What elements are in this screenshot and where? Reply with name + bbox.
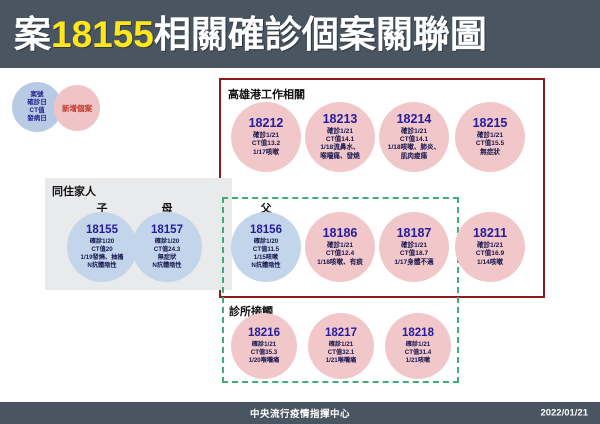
case-ct-value: CT值12.4 xyxy=(325,250,355,258)
page-title-case-number: 18155 xyxy=(51,13,154,55)
footer-date: 2022/01/21 xyxy=(540,407,588,419)
legend-line-ct-value: CT值 xyxy=(29,107,45,114)
case-id: 18214 xyxy=(396,111,432,126)
case-id: 18186 xyxy=(322,225,358,240)
case-ct-value: CT值16.9 xyxy=(475,250,505,258)
case-ct-value: CT值31.4 xyxy=(404,348,432,356)
case-symptom-1: 無症狀 xyxy=(157,253,177,261)
case-id: 18217 xyxy=(325,327,357,340)
case-symptom-1: 無症狀 xyxy=(480,148,500,156)
case-ct-value: CT值18.7 xyxy=(399,250,429,258)
case-symptom-1: 1/21咳嗽 xyxy=(405,356,431,364)
case-ct-value: CT值35.3 xyxy=(250,348,278,356)
case-symptom-1: 1/18咳嗽、肺炎、 xyxy=(387,144,441,152)
case-confirm-date: 確診1/21 xyxy=(400,127,428,135)
legend-case-key-circle: 案號 確診日 CT值 發病日 xyxy=(12,82,62,132)
case-id: 18156 xyxy=(250,224,282,237)
case-ct-value: CT值14.1 xyxy=(325,135,355,143)
case-node-18212[interactable]: 18212 確診1/21 CT值13.2 1/17咳嗽 xyxy=(231,102,301,172)
case-confirm-date: 確診1/21 xyxy=(400,241,428,249)
case-symptom-1: 1/21喉嚨痛 xyxy=(325,356,357,364)
case-symptom-1: 1/18咳嗽、有痰 xyxy=(317,258,363,266)
case-node-18217[interactable]: 18217 確診1/21 CT值32.1 1/21喉嚨痛 xyxy=(308,313,374,379)
legend-new-case-label: 新增個案 xyxy=(62,103,92,113)
case-node-18213[interactable]: 18213 確診1/21 CT值14.1 1/18流鼻水、 喉嚨痛、發燒 xyxy=(305,102,375,172)
case-node-18215[interactable]: 18215 確診1/21 CT值15.5 無症狀 xyxy=(455,102,525,172)
role-label-mother: 母 xyxy=(161,203,173,215)
case-symptom-1: 1/17身體不適 xyxy=(394,258,434,266)
case-symptom-1: 1/14咳嗽 xyxy=(476,258,504,266)
case-symptom-2: 肌肉痠痛 xyxy=(400,152,428,160)
case-antibody: N抗體陰性 xyxy=(87,261,117,269)
legend-line-confirm-date: 確診日 xyxy=(27,99,47,107)
case-antibody: N抗體陰性 xyxy=(152,261,182,269)
case-confirm-date: 確診1/21 xyxy=(326,127,354,135)
case-confirm-date: 確診1/21 xyxy=(476,241,504,249)
case-symptom-1: 1/20喉嚨痛 xyxy=(248,356,280,364)
case-symptom-1: 1/17咳嗽 xyxy=(252,148,280,156)
footer-organization: 中央流行疫情指揮中心 xyxy=(249,409,350,420)
page-title-suffix: 相關確診個案關聯圖 xyxy=(153,13,487,55)
case-id: 18155 xyxy=(86,224,118,237)
role-label-son: 子 xyxy=(96,203,108,215)
case-symptom-1: 1/19發燒、抽搐 xyxy=(80,253,124,261)
case-id: 18216 xyxy=(248,327,280,340)
case-node-18155[interactable]: 18155 確診1/20 CT值20 1/19發燒、抽搐 N抗體陰性 xyxy=(67,212,137,282)
section-label-port: 高雄港工作相關 xyxy=(228,89,305,101)
case-node-18156[interactable]: 18156 確診1/20 CT值11.5 1/15咳嗽 N抗體陰性 xyxy=(231,212,301,282)
case-ct-value: CT值20 xyxy=(91,245,113,253)
case-confirm-date: 確診1/21 xyxy=(252,131,280,139)
page-header: 案18155相關確診個案關聯圖 xyxy=(0,0,600,68)
case-confirm-date: 確診1/20 xyxy=(89,237,115,245)
case-node-18216[interactable]: 18216 確診1/21 CT值35.3 1/20喉嚨痛 xyxy=(231,313,297,379)
case-symptom-1: 1/15咳嗽 xyxy=(253,253,279,261)
case-ct-value: CT值24.3 xyxy=(153,245,181,253)
case-ct-value: CT值14.1 xyxy=(399,135,429,143)
case-confirm-date: 確診1/21 xyxy=(405,340,431,348)
case-node-18186[interactable]: 18186 確診1/21 CT值12.4 1/18咳嗽、有痰 xyxy=(305,212,375,282)
case-node-18157[interactable]: 18157 確診1/20 CT值24.3 無症狀 N抗體陰性 xyxy=(132,212,202,282)
case-node-18187[interactable]: 18187 確診1/21 CT值18.7 1/17身體不適 xyxy=(379,212,449,282)
section-label-family: 同住家人 xyxy=(52,186,96,198)
case-antibody: N抗體陰性 xyxy=(251,261,281,269)
case-symptom-1: 1/18流鼻水、 xyxy=(320,144,360,152)
case-confirm-date: 確診1/21 xyxy=(326,241,354,249)
case-id: 18218 xyxy=(402,327,434,340)
legend: 案號 確診日 CT值 發病日 新增個案 xyxy=(12,82,142,138)
case-id: 18215 xyxy=(472,115,508,130)
role-label-father: 父 xyxy=(260,203,272,215)
case-id: 18212 xyxy=(248,115,284,130)
case-confirm-date: 確診1/21 xyxy=(251,340,277,348)
legend-line-case-number: 案號 xyxy=(30,91,44,99)
case-confirm-date: 確診1/21 xyxy=(476,131,504,139)
page-title: 案18155相關確診個案關聯圖 xyxy=(14,16,487,53)
case-ct-value: CT值11.5 xyxy=(252,245,280,253)
case-ct-value: CT值15.5 xyxy=(475,140,505,148)
legend-line-onset-date: 發病日 xyxy=(27,114,47,122)
case-symptom-2: 喉嚨痛、發燒 xyxy=(320,152,360,160)
case-node-18211[interactable]: 18211 確診1/21 CT值16.9 1/14咳嗽 xyxy=(455,212,525,282)
case-confirm-date: 確診1/20 xyxy=(154,237,180,245)
case-id: 18213 xyxy=(322,111,358,126)
case-confirm-date: 確診1/20 xyxy=(253,237,279,245)
case-id: 18157 xyxy=(151,224,183,237)
case-node-18214[interactable]: 18214 確診1/21 CT值14.1 1/18咳嗽、肺炎、 肌肉痠痛 xyxy=(379,102,449,172)
page-footer: 中央流行疫情指揮中心 2022/01/21 xyxy=(0,402,600,424)
case-node-18218[interactable]: 18218 確診1/21 CT值31.4 1/21咳嗽 xyxy=(385,313,451,379)
case-id: 18187 xyxy=(396,225,432,240)
section-box-clinic xyxy=(222,197,459,383)
case-ct-value: CT值32.1 xyxy=(327,348,355,356)
page-title-prefix: 案 xyxy=(14,13,51,55)
case-confirm-date: 確診1/21 xyxy=(328,340,354,348)
case-id: 18211 xyxy=(472,225,508,240)
case-ct-value: CT值13.2 xyxy=(251,140,281,148)
legend-new-case-circle: 新增個案 xyxy=(54,85,100,131)
